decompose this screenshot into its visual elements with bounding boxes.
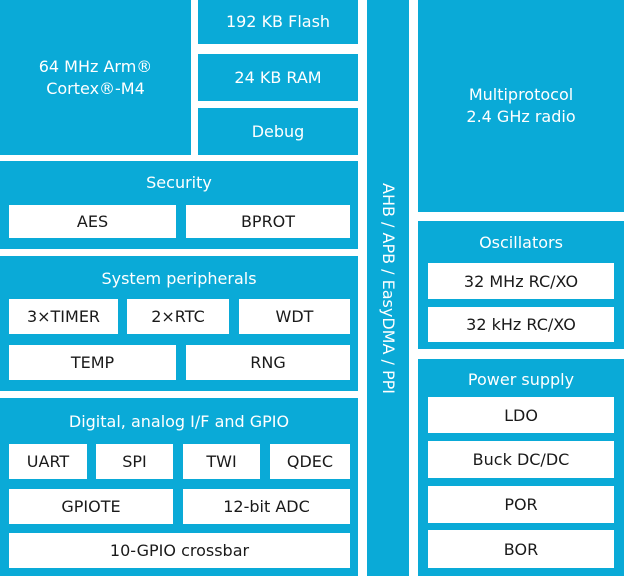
system-peripherals-title: System peripherals: [101, 269, 257, 288]
security-title: Security: [146, 173, 212, 192]
security-aes: AES: [9, 205, 176, 238]
security-block: Security AES BPROT: [0, 161, 358, 249]
ram-block: 24 KB RAM: [198, 54, 358, 101]
osc-32khz-cell: 32 kHz RC/XO: [428, 307, 614, 342]
gpio-crossbar-cell: 10-GPIO crossbar: [9, 533, 350, 568]
radio-line2: 2.4 GHz radio: [466, 107, 576, 126]
timer-cell: 3×TIMER: [9, 299, 118, 334]
ldo-cell: LDO: [428, 397, 614, 433]
cpu-block: 64 MHz Arm® Cortex®-M4: [0, 0, 191, 155]
temp-cell: TEMP: [9, 345, 176, 380]
rtc-cell: 2×RTC: [127, 299, 229, 334]
system-peripherals-block: System peripherals 3×TIMER 2×RTC WDT TEM…: [0, 256, 358, 391]
power-supply-title: Power supply: [467, 370, 575, 389]
spi-cell: SPI: [96, 444, 173, 479]
cpu-line2: Cortex®-M4: [46, 78, 145, 98]
wdt-cell: WDT: [239, 299, 350, 334]
cpu-line1: 64 MHz Arm®: [38, 56, 153, 76]
gpiote-cell: GPIOTE: [9, 489, 173, 524]
bor-cell: BOR: [428, 530, 614, 568]
qdec-cell: QDEC: [270, 444, 350, 479]
adc-cell: 12-bit ADC: [183, 489, 350, 524]
rng-cell: RNG: [186, 345, 350, 380]
uart-cell: UART: [9, 444, 87, 479]
power-supply-block: Power supply LDO Buck DC/DC POR BOR: [418, 359, 624, 576]
digital-gpio-block: Digital, analog I/F and GPIO UART SPI TW…: [0, 398, 358, 576]
oscillators-block: Oscillators 32 MHz RC/XO 32 kHz RC/XO: [418, 221, 624, 349]
por-cell: POR: [428, 486, 614, 523]
bus-label: AHB / APB / EasyDMA / PPI: [378, 182, 398, 394]
radio-block: Multiprotocol 2.4 GHz radio: [418, 0, 624, 212]
radio-line1: Multiprotocol: [468, 85, 574, 104]
security-bprot: BPROT: [186, 205, 350, 238]
bus-block: AHB / APB / EasyDMA / PPI: [367, 0, 409, 576]
debug-block: Debug: [198, 108, 358, 155]
oscillators-title: Oscillators: [479, 233, 563, 252]
twi-cell: TWI: [183, 444, 260, 479]
flash-block: 192 KB Flash: [198, 0, 358, 44]
buck-cell: Buck DC/DC: [428, 441, 614, 478]
digital-gpio-title: Digital, analog I/F and GPIO: [68, 412, 290, 431]
osc-32mhz-cell: 32 MHz RC/XO: [428, 263, 614, 299]
